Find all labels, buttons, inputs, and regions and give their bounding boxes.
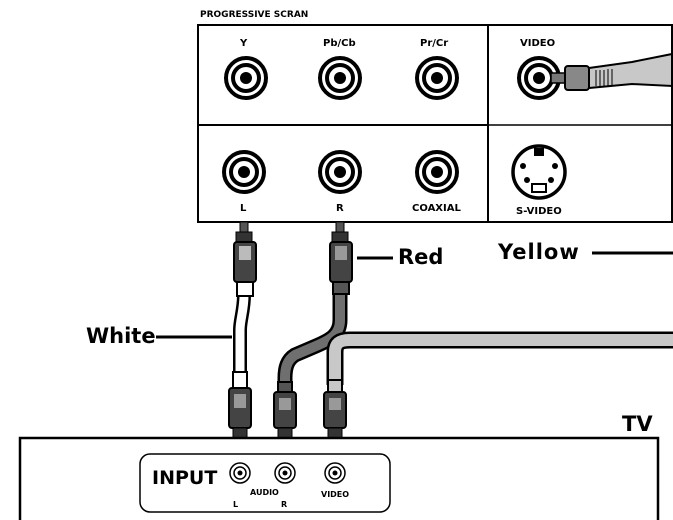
jack-audio-l — [222, 150, 266, 194]
tv-input-label: INPUT — [152, 467, 218, 489]
tv-jack-video — [324, 462, 346, 484]
tv-audio-label: AUDIO — [250, 488, 279, 497]
white-cable — [228, 221, 257, 453]
label-r: R — [336, 203, 344, 214]
tv-video-label: VIDEO — [321, 490, 350, 499]
red-cable — [273, 221, 353, 453]
tv-l-label: L — [233, 500, 239, 509]
yellow-cable-player-end — [550, 52, 673, 91]
jack-audio-r — [318, 150, 362, 194]
svideo-jack — [511, 144, 567, 200]
label-svideo: S-VIDEO — [516, 206, 562, 217]
label-coaxial: COAXIAL — [412, 203, 461, 214]
label-red-cable: Red — [398, 245, 444, 269]
tv-r-label: R — [281, 500, 288, 509]
jack-pr-cr — [415, 56, 459, 100]
jack-y — [224, 56, 268, 100]
label-video-player: VIDEO — [520, 38, 556, 49]
label-pr-cr: Pr/Cr — [420, 38, 449, 49]
progressive-header: PROGRESSIVE SCRAN — [200, 10, 309, 20]
label-y: Y — [240, 38, 248, 49]
label-l: L — [240, 203, 247, 214]
label-pb-cb: Pb/Cb — [323, 38, 356, 49]
tv-title: TV — [622, 412, 653, 436]
tv-jack-l — [229, 462, 251, 484]
label-white-cable: White — [86, 324, 156, 348]
label-yellow-cable: Yellow — [498, 240, 580, 264]
jack-coaxial — [415, 150, 459, 194]
yellow-cable — [323, 331, 673, 453]
tv-jack-r — [274, 462, 296, 484]
jack-pb-cb — [318, 56, 362, 100]
